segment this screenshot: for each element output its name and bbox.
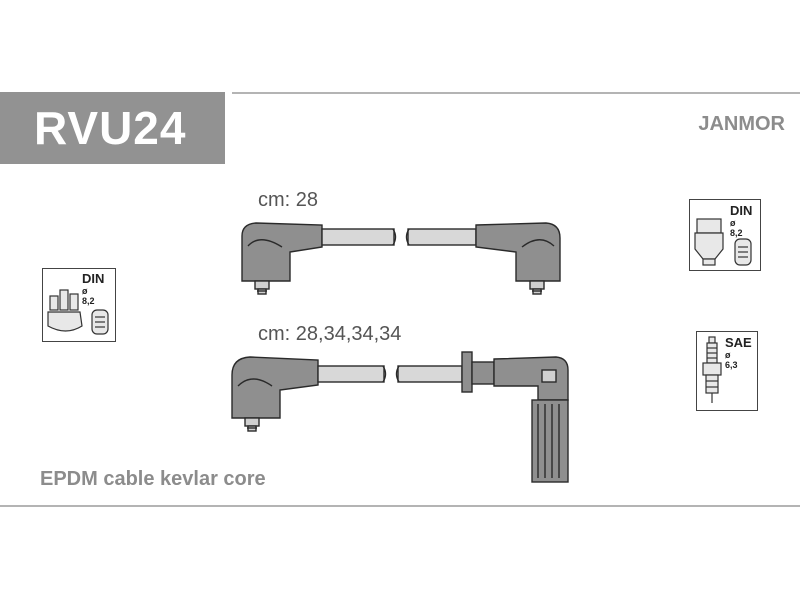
coil-standard: DIN xyxy=(730,203,753,218)
cable-2-wire xyxy=(317,365,463,383)
cable-1-left-boot xyxy=(241,222,323,295)
cable-2-plug-boot xyxy=(461,351,569,483)
part-code-banner xyxy=(0,92,225,164)
cable-1-wire xyxy=(321,228,477,246)
cable-1-right-boot xyxy=(475,222,561,295)
coil-diameter: ø 8,2 xyxy=(730,218,743,238)
bottom-divider xyxy=(0,505,800,507)
cable-2-left-boot xyxy=(231,356,319,432)
cable-description: EPDM cable kevlar core xyxy=(40,468,266,490)
brand-name: JANMOR xyxy=(698,113,785,135)
part-code: RVU24 xyxy=(34,102,187,154)
spark-plug-standard: SAE xyxy=(725,335,752,350)
top-divider xyxy=(232,92,800,94)
spark-plug-diameter: ø 6,3 xyxy=(725,350,738,370)
cable-2-length: cm: 28,34,34,34 xyxy=(258,323,402,345)
distributor-diameter: ø 8,2 xyxy=(82,286,95,306)
distributor-standard: DIN xyxy=(82,271,105,286)
cable-1-length: cm: 28 xyxy=(258,189,319,211)
